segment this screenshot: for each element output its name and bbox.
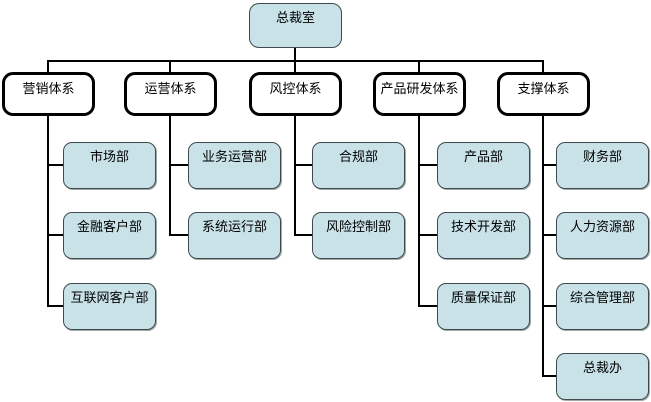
node-support-system: 支撑体系 [497,72,590,116]
node-internet-customer-dept: 互联网客户部 [63,283,156,330]
connector-stub [418,305,438,307]
connector-stub [47,305,64,307]
connector-drop-support [542,61,544,72]
connector-operations-spine [169,116,171,236]
node-product-rnd-system: 产品研发体系 [373,72,466,116]
connector-stub [47,164,64,166]
node-quality-assurance-dept: 质量保证部 [437,283,530,330]
connector-drop-risk [294,61,296,72]
connector-stub [542,305,557,307]
node-business-operations-dept: 业务运营部 [188,142,281,189]
connector-stub [542,234,557,236]
connector-marketing-spine [47,116,49,307]
node-risk-control-system: 风控体系 [249,72,342,116]
connector-root-vertical [294,48,296,62]
node-system-operation-dept: 系统运行部 [188,212,281,259]
node-finance-dept: 财务部 [556,142,649,189]
node-president-admin-office: 总裁办 [556,353,649,400]
connector-drop-product-rnd [418,61,420,72]
connector-drop-marketing [47,61,49,72]
node-market-dept: 市场部 [63,142,156,189]
connector-stub [169,164,189,166]
connector-stub [169,234,189,236]
node-finance-customer-dept: 金融客户部 [63,212,156,259]
connector-stub [47,234,64,236]
node-president-office: 总裁室 [249,3,342,48]
connector-stub [542,164,557,166]
node-tech-development-dept: 技术开发部 [437,212,530,259]
connector-stub [418,164,438,166]
connector-support-spine [542,116,544,377]
node-hr-dept: 人力资源部 [556,212,649,259]
node-risk-control-dept: 风险控制部 [312,212,405,259]
connector-stub [294,164,313,166]
connector-stub [418,234,438,236]
connector-risk-spine [294,116,296,236]
connector-drop-operations [169,61,171,72]
node-product-dept: 产品部 [437,142,530,189]
connector-stub [542,375,557,377]
node-operations-system: 运营体系 [124,72,217,116]
connector-stub [294,234,313,236]
node-compliance-dept: 合规部 [312,142,405,189]
connector-product-rnd-spine [418,116,420,307]
node-marketing-system: 营销体系 [2,72,95,116]
node-general-management-dept: 综合管理部 [556,283,649,330]
